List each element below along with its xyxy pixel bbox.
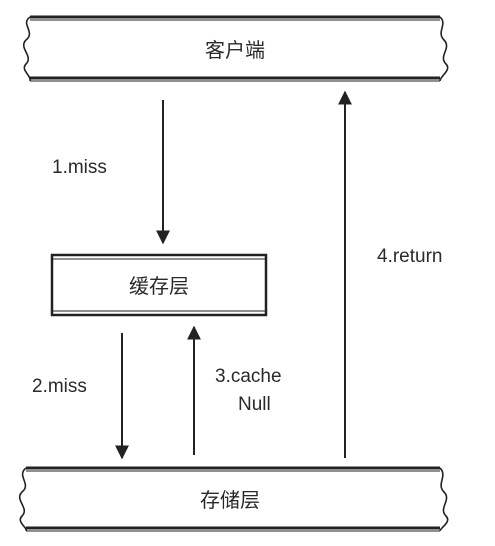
client-box-label: 客户端: [205, 38, 265, 62]
arrow-2-label: 2.miss: [32, 376, 87, 397]
client-box: 客户端: [22, 15, 449, 82]
storage-box-label: 存储层: [200, 488, 260, 512]
cache-box: 缓存层: [50, 253, 268, 317]
arrow-4-label: 4.return: [377, 246, 442, 267]
cache-box-label: 缓存层: [129, 274, 189, 298]
arrow-3-label-line2: Null: [238, 394, 271, 415]
arrow-3-label-line1: 3.cache: [215, 366, 282, 387]
arrow-1-label: 1.miss: [52, 157, 107, 178]
storage-box: 存储层: [18, 466, 449, 532]
